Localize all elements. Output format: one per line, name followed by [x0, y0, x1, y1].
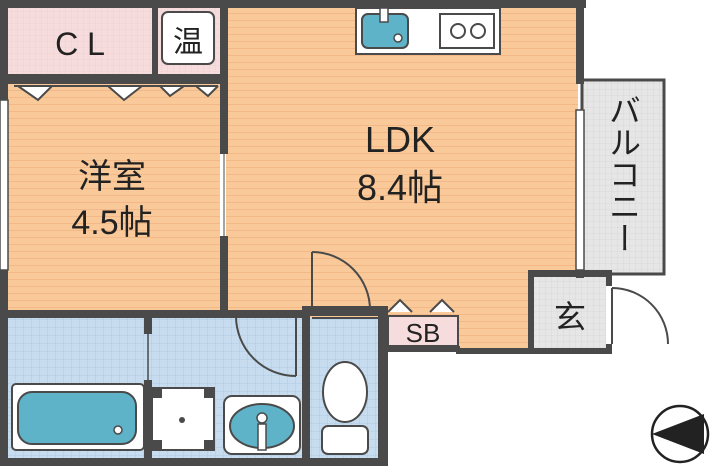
balcony-label: バルコニー [605, 94, 641, 254]
entrance-label: 玄 [554, 299, 586, 335]
closet-floor [8, 8, 152, 74]
ldk-label: LDK [365, 119, 435, 160]
water-heater-label: 温 [173, 26, 203, 59]
western-room-floor [8, 84, 220, 312]
doors [147, 154, 669, 380]
toilet-icon [321, 361, 369, 455]
water-heater-box [161, 11, 215, 65]
ldk-size: 8.4帖 [357, 167, 443, 208]
bathtub-icon [11, 383, 145, 451]
washbasin-icon [223, 395, 301, 455]
balcony-floor [582, 80, 664, 274]
shoe-box [387, 315, 459, 347]
western-room-size: 4.5帖 [71, 204, 152, 242]
washing-machine-pan-icon [151, 387, 215, 451]
entrance-floor [532, 276, 606, 348]
kitchen-sink-icon [361, 7, 409, 49]
windows [0, 99, 585, 271]
stove-icon [439, 13, 495, 49]
western-room-label: 洋室 [78, 158, 146, 196]
shoe-box-label: SB [406, 318, 441, 348]
closet-folding-doors [17, 85, 219, 102]
shoe-box-doors [387, 298, 455, 313]
ldk-floor [226, 8, 578, 312]
closet-label: C L [55, 26, 105, 62]
north-arrow-icon [650, 404, 710, 464]
